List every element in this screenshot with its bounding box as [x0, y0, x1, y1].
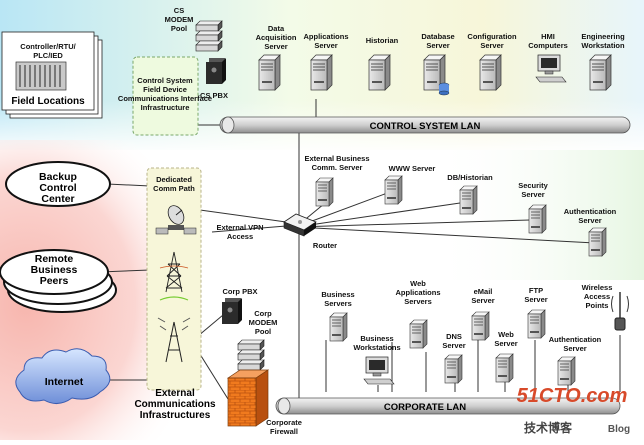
- rtu-plc-device-icon: [15, 61, 67, 91]
- watermark-logo: 51CTO.com: [517, 385, 628, 407]
- wireless-access-point-icon: [611, 292, 629, 331]
- server-icon: [495, 353, 514, 383]
- business-workstation-icon: [363, 356, 395, 385]
- field-device-label: Controller/RTU/PLC/IED: [20, 42, 76, 60]
- router-label: Router: [313, 241, 337, 250]
- cs-pbx-label: CS PBX: [200, 91, 228, 100]
- modem-icon: [195, 30, 223, 42]
- radio-antenna-icon: [157, 317, 191, 363]
- server-icon: [557, 356, 576, 386]
- control-system-lan: CONTROL SYSTEM LAN: [219, 116, 631, 134]
- corp-pbx-label: Corp PBX: [222, 287, 257, 296]
- server-icon: [528, 204, 547, 234]
- server-label: Historian: [366, 36, 399, 45]
- watermark: 51CTO.com 技术博客 Blog: [517, 385, 631, 435]
- firewall-icon: [227, 377, 257, 427]
- server-icon: [588, 227, 607, 257]
- server-icon: [329, 312, 348, 342]
- phone-icon: [227, 307, 233, 313]
- server-icon: [444, 354, 463, 384]
- control-lan-label: CONTROL SYSTEM LAN: [370, 121, 481, 132]
- modem-icon: [237, 349, 265, 361]
- field-locations: Controller/RTU/PLC/IED Field Locations: [1, 31, 103, 119]
- server-icon: [315, 177, 334, 207]
- watermark-text: 技术博客: [524, 420, 573, 435]
- modem-icon: [237, 339, 265, 351]
- watermark-blog: Blog: [608, 424, 630, 435]
- internet-label: Internet: [45, 376, 84, 388]
- server-label: DB/Historian: [447, 173, 493, 182]
- satellite-dish-icon: [155, 205, 197, 235]
- modem-icon: [237, 359, 265, 371]
- server-icon: [384, 175, 403, 205]
- corporate-lan: CORPORATE LAN: [275, 397, 621, 415]
- router: Router: [283, 213, 337, 250]
- cs-pbx: CS PBX: [200, 58, 228, 100]
- server-icon: [409, 319, 428, 349]
- server-icon: [310, 54, 333, 91]
- field-locations-label: Field Locations: [11, 96, 85, 107]
- router-icon: [298, 220, 302, 224]
- server-icon: [258, 54, 281, 91]
- modem-icon: [195, 20, 223, 32]
- phone-icon: [211, 67, 217, 73]
- server-icon: [459, 185, 478, 215]
- server-label: WWW Server: [389, 164, 436, 173]
- corporate-lan-label: CORPORATE LAN: [384, 402, 466, 413]
- server-icon: [527, 309, 546, 339]
- server-icon: [471, 311, 490, 341]
- corp-pbx: Corp PBX: [222, 287, 258, 324]
- server-icon: [589, 54, 612, 91]
- internet-cloud: Internet: [15, 348, 111, 404]
- database-icon: [438, 82, 450, 96]
- modem-icon: [195, 40, 223, 52]
- server-icon: [479, 54, 502, 91]
- transmission-tower-icon: [159, 251, 189, 301]
- server-icon: [368, 54, 391, 91]
